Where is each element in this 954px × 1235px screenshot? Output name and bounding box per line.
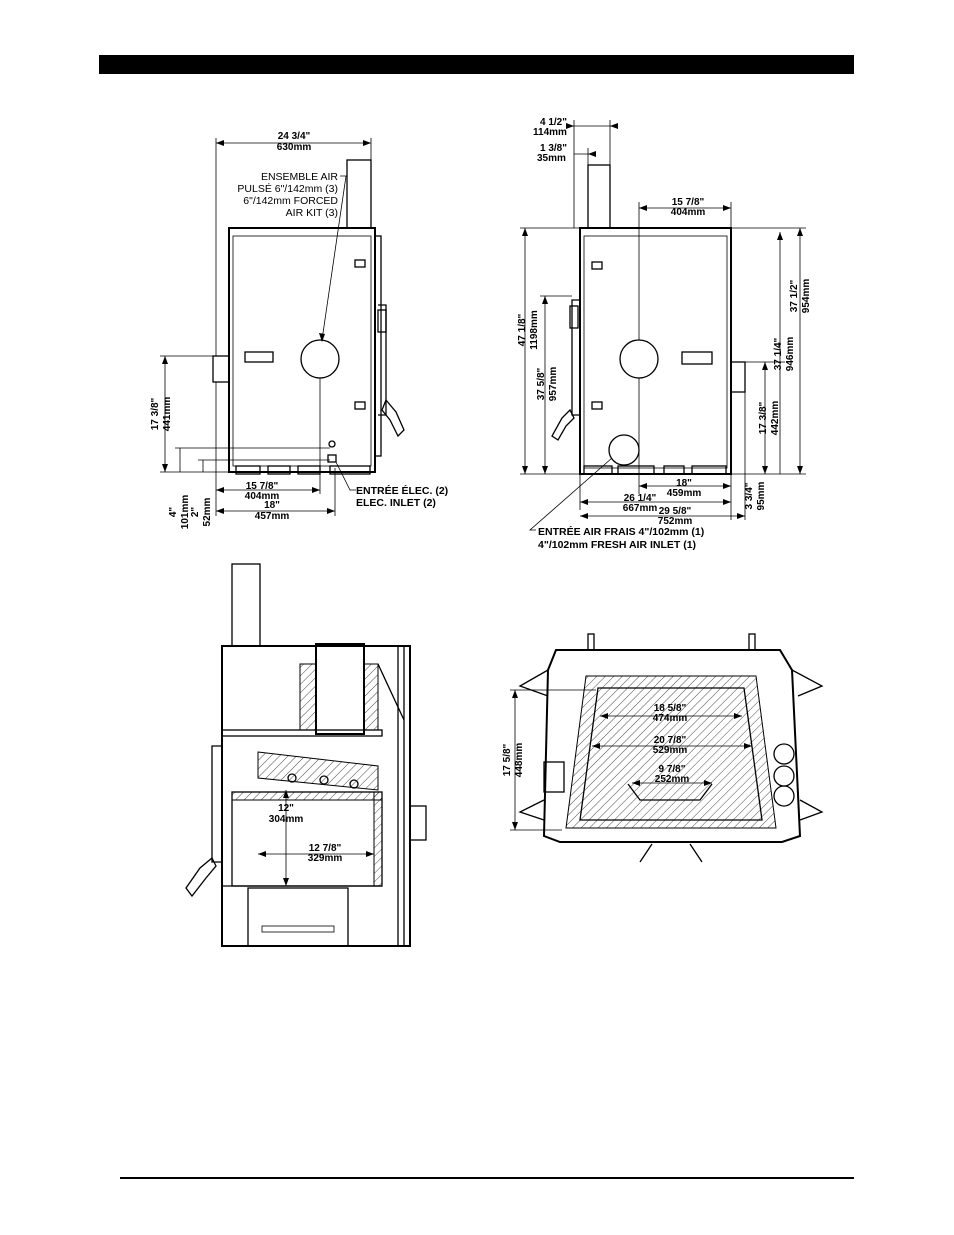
footer-rule: [120, 1177, 854, 1179]
side-h2-mm: 957mm: [548, 367, 559, 402]
side-total-height-mm: 1198mm: [529, 310, 540, 350]
front-base-width-in: 18": [264, 500, 280, 511]
front-height-in: 17 3/8": [150, 397, 161, 430]
side-total-height-in: 47 1/8": [517, 313, 528, 346]
section-d2-mm: 329mm: [308, 853, 343, 864]
forced-air-callout-en-1: 6"/142mm FORCED: [243, 195, 338, 207]
side-r3-mm: 442mm: [770, 401, 781, 436]
side-r2-in: 37 1/4": [773, 337, 784, 370]
forced-air-opening: [300, 339, 340, 379]
front-body: [228, 227, 376, 473]
top-view: 18 5/8" 474mm 20 7/8" 529mm 9 7/8" 252mm…: [502, 633, 824, 863]
front-inner-width-mm: 404mm: [245, 491, 280, 502]
side-view: 4 1/2" 114mm 1 3/8" 35mm 15 7/8" 404mm 4…: [517, 117, 812, 551]
side-base2-in: 26 1/4": [624, 493, 657, 504]
top-d3-mm: 252mm: [655, 774, 690, 785]
top-view-outline: [542, 649, 802, 843]
side-base3-mm: 752mm: [658, 516, 693, 527]
side-opening: [619, 339, 659, 379]
header-bar: [99, 55, 854, 74]
side-inner-width-in: 15 7/8": [672, 197, 705, 208]
front-view: 24 3/4" 630mm ENSEMBLE AIR PULSÉ 6"/142m…: [150, 131, 448, 529]
side-base1-mm: 459mm: [667, 488, 702, 499]
chimney-collar: [346, 159, 372, 229]
elec-inlet-en: ELEC. INLET (2): [356, 497, 436, 509]
side-top-mm: 114mm: [533, 127, 567, 138]
front-width-in: 24 3/4": [278, 131, 311, 142]
front-d2-mm: 52mm: [202, 497, 213, 526]
top-d2-in: 20 7/8": [654, 735, 687, 746]
section-d1-in: 12": [278, 803, 294, 814]
side-base1-in: 18": [676, 478, 692, 489]
front-d2-in: 2": [190, 507, 201, 518]
side-h2-in: 37 5/8": [536, 367, 547, 400]
front-width-mm: 630mm: [277, 142, 312, 153]
side-top2-mm: 35mm: [537, 153, 566, 164]
fresh-air-fr: ENTRÉE AIR FRAIS 4"/102mm (1): [538, 525, 704, 538]
front-d4-mm: 101mm: [180, 495, 191, 530]
side-top2-in: 1 3/8": [540, 143, 567, 154]
side-r1-in: 37 1/2": [789, 279, 800, 312]
top-d2-mm: 529mm: [653, 745, 688, 756]
front-d4-in: 4": [168, 507, 179, 518]
forced-air-callout-en-2: AIR KIT (3): [286, 207, 338, 219]
side-r2-mm: 946mm: [785, 337, 796, 372]
side-base2-mm: 667mm: [623, 503, 658, 514]
side-top-in: 4 1/2": [540, 117, 567, 128]
front-height-mm: 441mm: [162, 397, 173, 432]
section-d2-in: 12 7/8": [309, 843, 342, 854]
side-base3-in: 29 5/8": [659, 506, 692, 517]
side-r3-in: 17 3/8": [758, 401, 769, 434]
side-r1-mm: 954mm: [801, 279, 812, 314]
forced-air-callout-fr-2: PULSÉ 6"/142mm (3): [237, 182, 338, 195]
side-body: [579, 227, 732, 475]
fresh-air-inlet: [608, 434, 640, 466]
forced-air-callout-fr-1: ENSEMBLE AIR: [261, 171, 338, 183]
top-d1-mm: 474mm: [653, 713, 688, 724]
side-width-in: 3 3/4": [744, 482, 755, 509]
side-width-mm: 95mm: [756, 481, 767, 510]
section-chimney: [231, 563, 261, 647]
top-d3-in: 9 7/8": [659, 764, 686, 775]
front-base-width-mm: 457mm: [255, 511, 290, 522]
front-inner-width-in: 15 7/8": [246, 481, 279, 492]
elec-inlet-fr: ENTRÉE ÉLEC. (2): [356, 484, 448, 497]
section-view: 12" 304mm 12 7/8" 329mm: [185, 563, 427, 947]
side-inner-width-mm: 404mm: [671, 207, 706, 218]
top-h-mm: 448mm: [514, 743, 525, 778]
section-d1-mm: 304mm: [269, 814, 304, 825]
side-chimney: [587, 164, 611, 229]
top-h-in: 17 5/8": [502, 743, 513, 776]
top-d1-in: 18 5/8": [654, 703, 687, 714]
fresh-air-en: 4"/102mm FRESH AIR INLET (1): [538, 539, 696, 551]
